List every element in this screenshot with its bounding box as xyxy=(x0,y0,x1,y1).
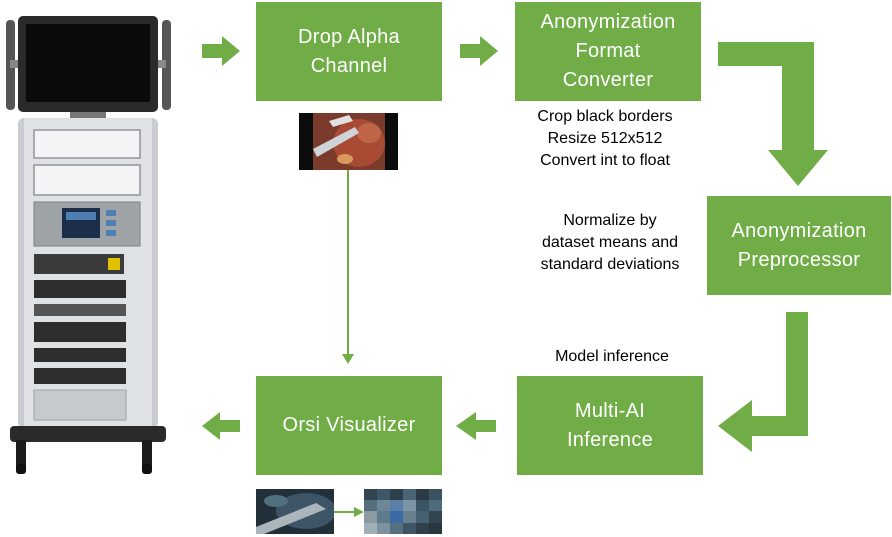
note-line: Crop black borders xyxy=(537,108,673,125)
monitor-screen xyxy=(26,24,150,102)
box-label: Preprocessor xyxy=(737,248,861,271)
note-line: Resize 512x512 xyxy=(547,130,663,147)
orsi-visualizer-box: Orsi Visualizer xyxy=(256,376,442,475)
flow-arrow-right xyxy=(202,36,240,66)
note-line: standard deviations xyxy=(540,256,680,273)
flow-arrow-bent-down xyxy=(718,42,828,186)
note-line: Model inference xyxy=(555,348,669,365)
output-anonymized-thumbnail xyxy=(364,489,442,534)
flow-arrow-bent-left xyxy=(718,312,808,452)
flow-arrow-right xyxy=(460,36,498,66)
anonymization-preprocessor-box: Anonymization Preprocessor xyxy=(707,196,891,295)
wheel-left xyxy=(16,440,26,470)
connector-arrowhead xyxy=(354,507,364,517)
converter-steps-note: Crop black borders Resize 512x512 Conver… xyxy=(517,106,693,172)
box-label: Inference xyxy=(566,428,654,451)
box-label: Orsi Visualizer xyxy=(282,414,416,436)
box-label: Format xyxy=(575,40,641,62)
output-original-thumbnail xyxy=(256,489,334,534)
model-inference-note: Model inference xyxy=(532,346,692,368)
cart-base xyxy=(10,426,166,442)
anonymization-format-converter-box: Anonymization Format Converter xyxy=(515,2,701,101)
box-label: Converter xyxy=(562,69,654,91)
flow-arrow-left xyxy=(456,412,496,440)
drop-alpha-channel-box: Drop Alpha Channel xyxy=(256,2,442,101)
box-label: Anonymization xyxy=(731,219,867,242)
wheel-right xyxy=(142,440,152,470)
multi-ai-inference-box: Multi-AI Inference xyxy=(517,376,703,475)
normalize-note: Normalize by dataset means and standard … xyxy=(520,210,700,276)
surgical-frame-thumbnail xyxy=(299,113,398,170)
note-line: Normalize by xyxy=(563,212,657,229)
flow-arrow-left xyxy=(202,412,240,440)
box-label: Drop Alpha xyxy=(298,25,400,48)
box-label: Channel xyxy=(310,54,388,77)
connector-arrowhead xyxy=(342,354,354,364)
monitor-handle-right xyxy=(162,20,171,110)
box-label: Multi-AI xyxy=(574,399,646,422)
note-line: dataset means and xyxy=(541,234,679,251)
note-line: Convert int to float xyxy=(540,152,670,169)
box-label: Anonymization xyxy=(540,11,676,33)
